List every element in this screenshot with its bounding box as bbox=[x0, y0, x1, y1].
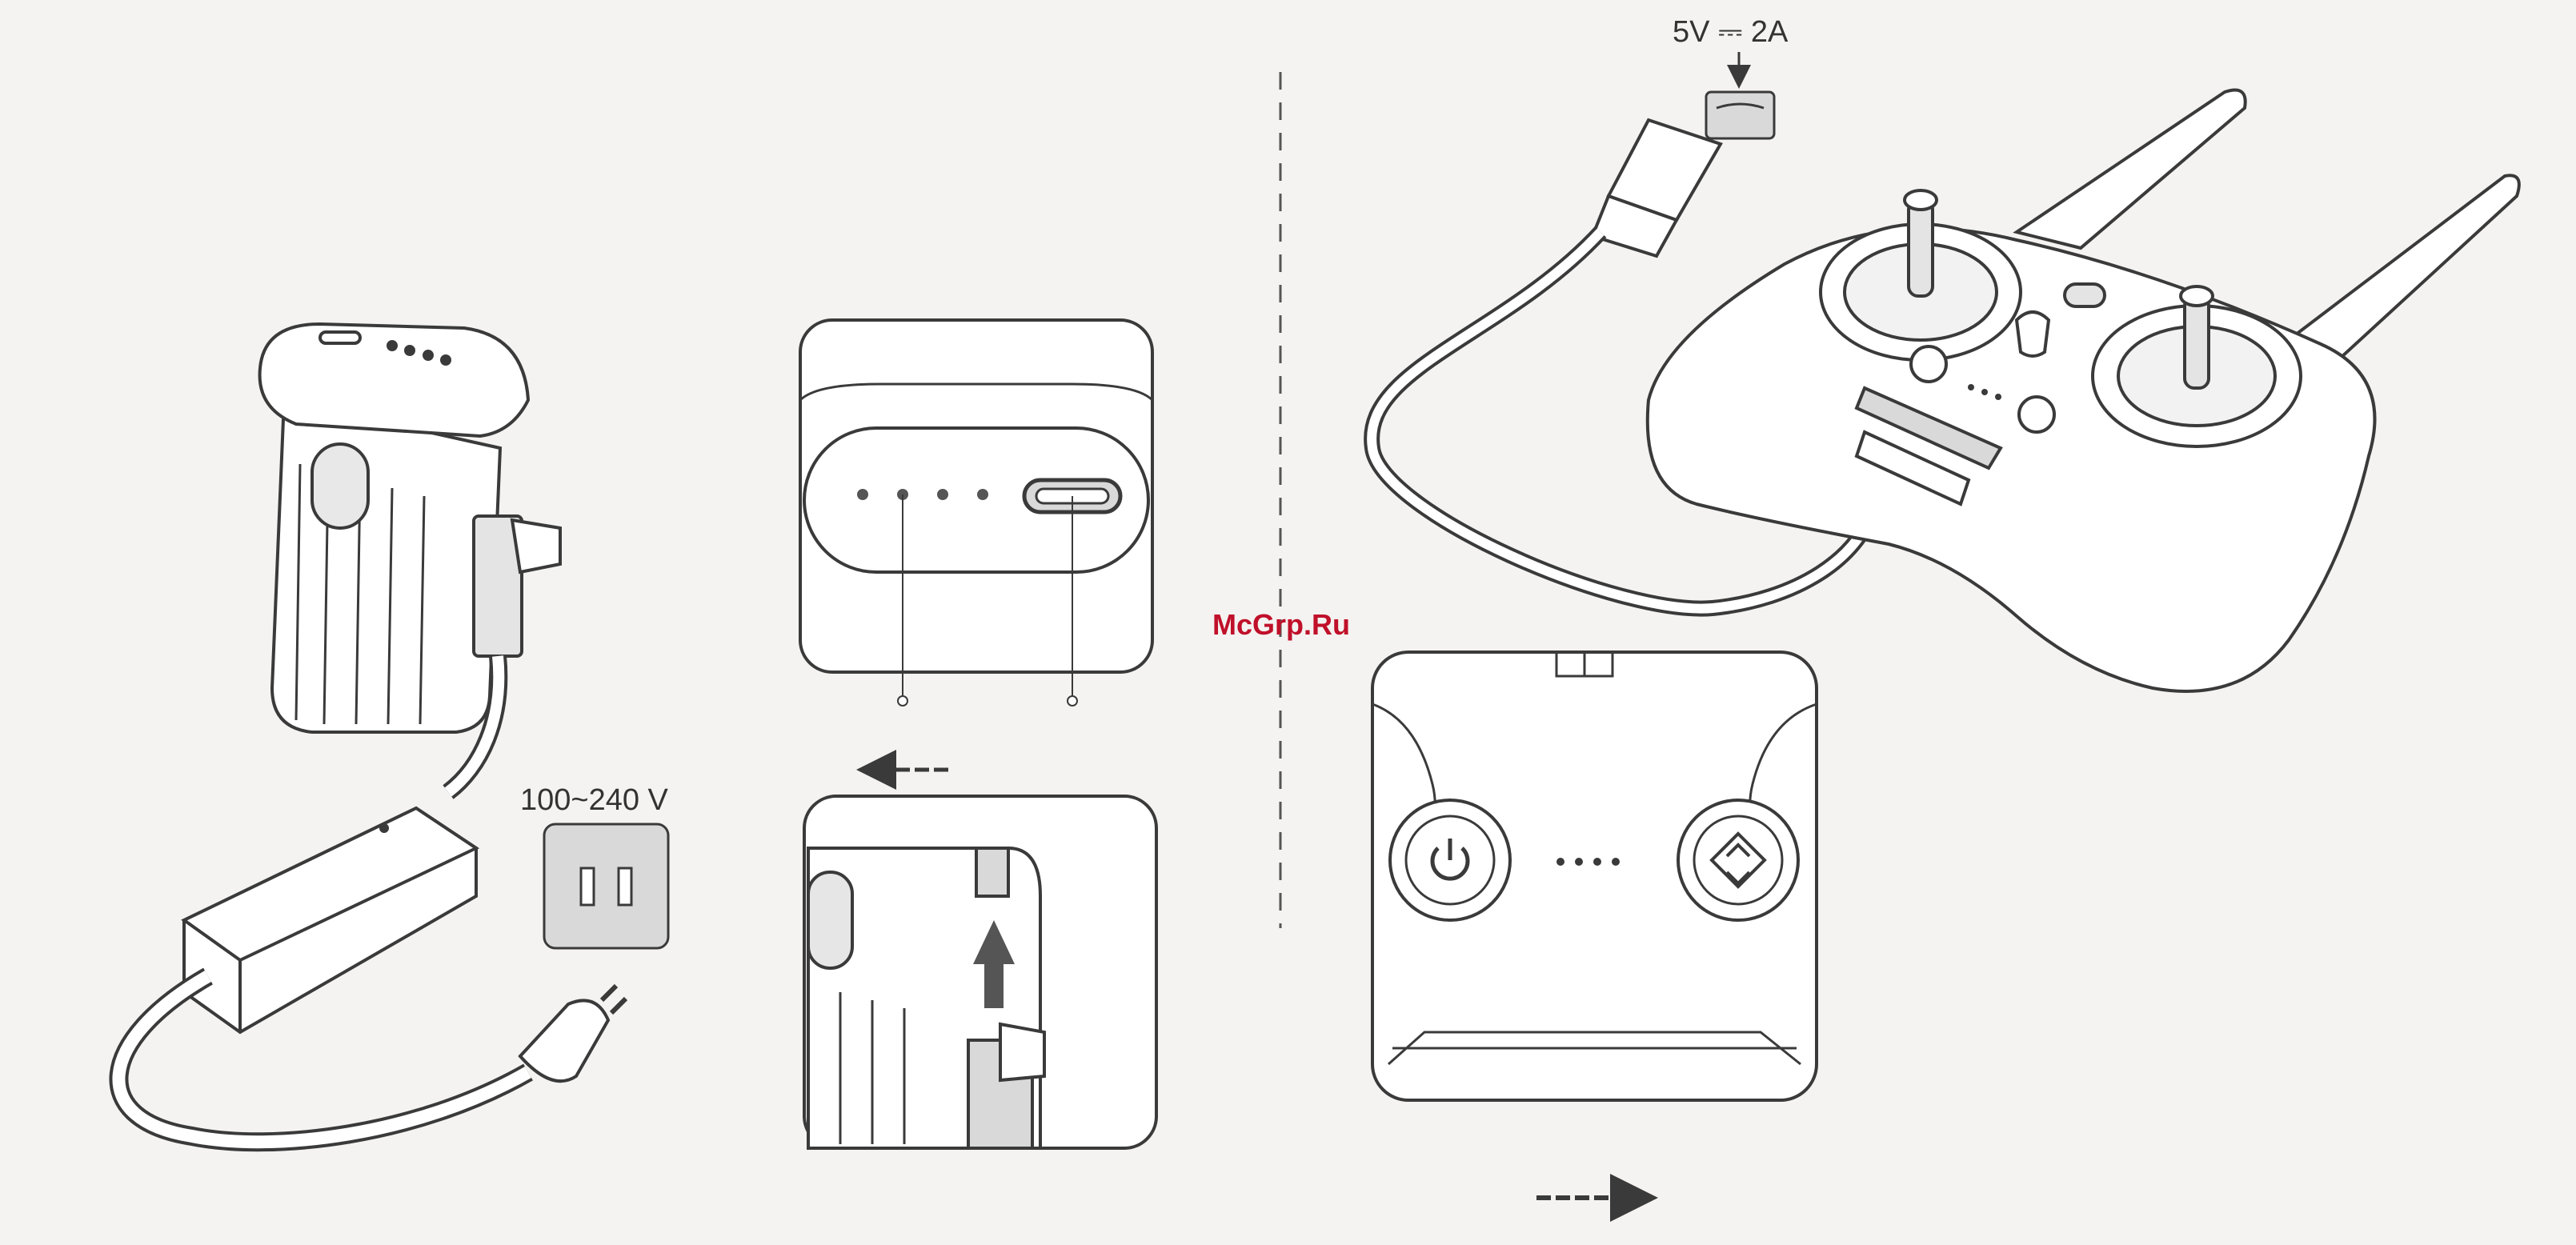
voltage-label: 100~240 V bbox=[520, 783, 669, 817]
power-button[interactable] bbox=[1390, 800, 1510, 920]
return-home-button[interactable] bbox=[1678, 800, 1798, 920]
usb-spec-label: 5V ⎓ 2A bbox=[1673, 15, 1789, 49]
watermark: McGrp.Ru bbox=[1212, 608, 1350, 641]
battery-plug-detail bbox=[804, 796, 1156, 1148]
usb-port bbox=[1706, 92, 1774, 138]
battery-with-charger bbox=[118, 324, 626, 1142]
battery-led-detail bbox=[800, 320, 1152, 706]
wall-socket bbox=[544, 824, 668, 948]
